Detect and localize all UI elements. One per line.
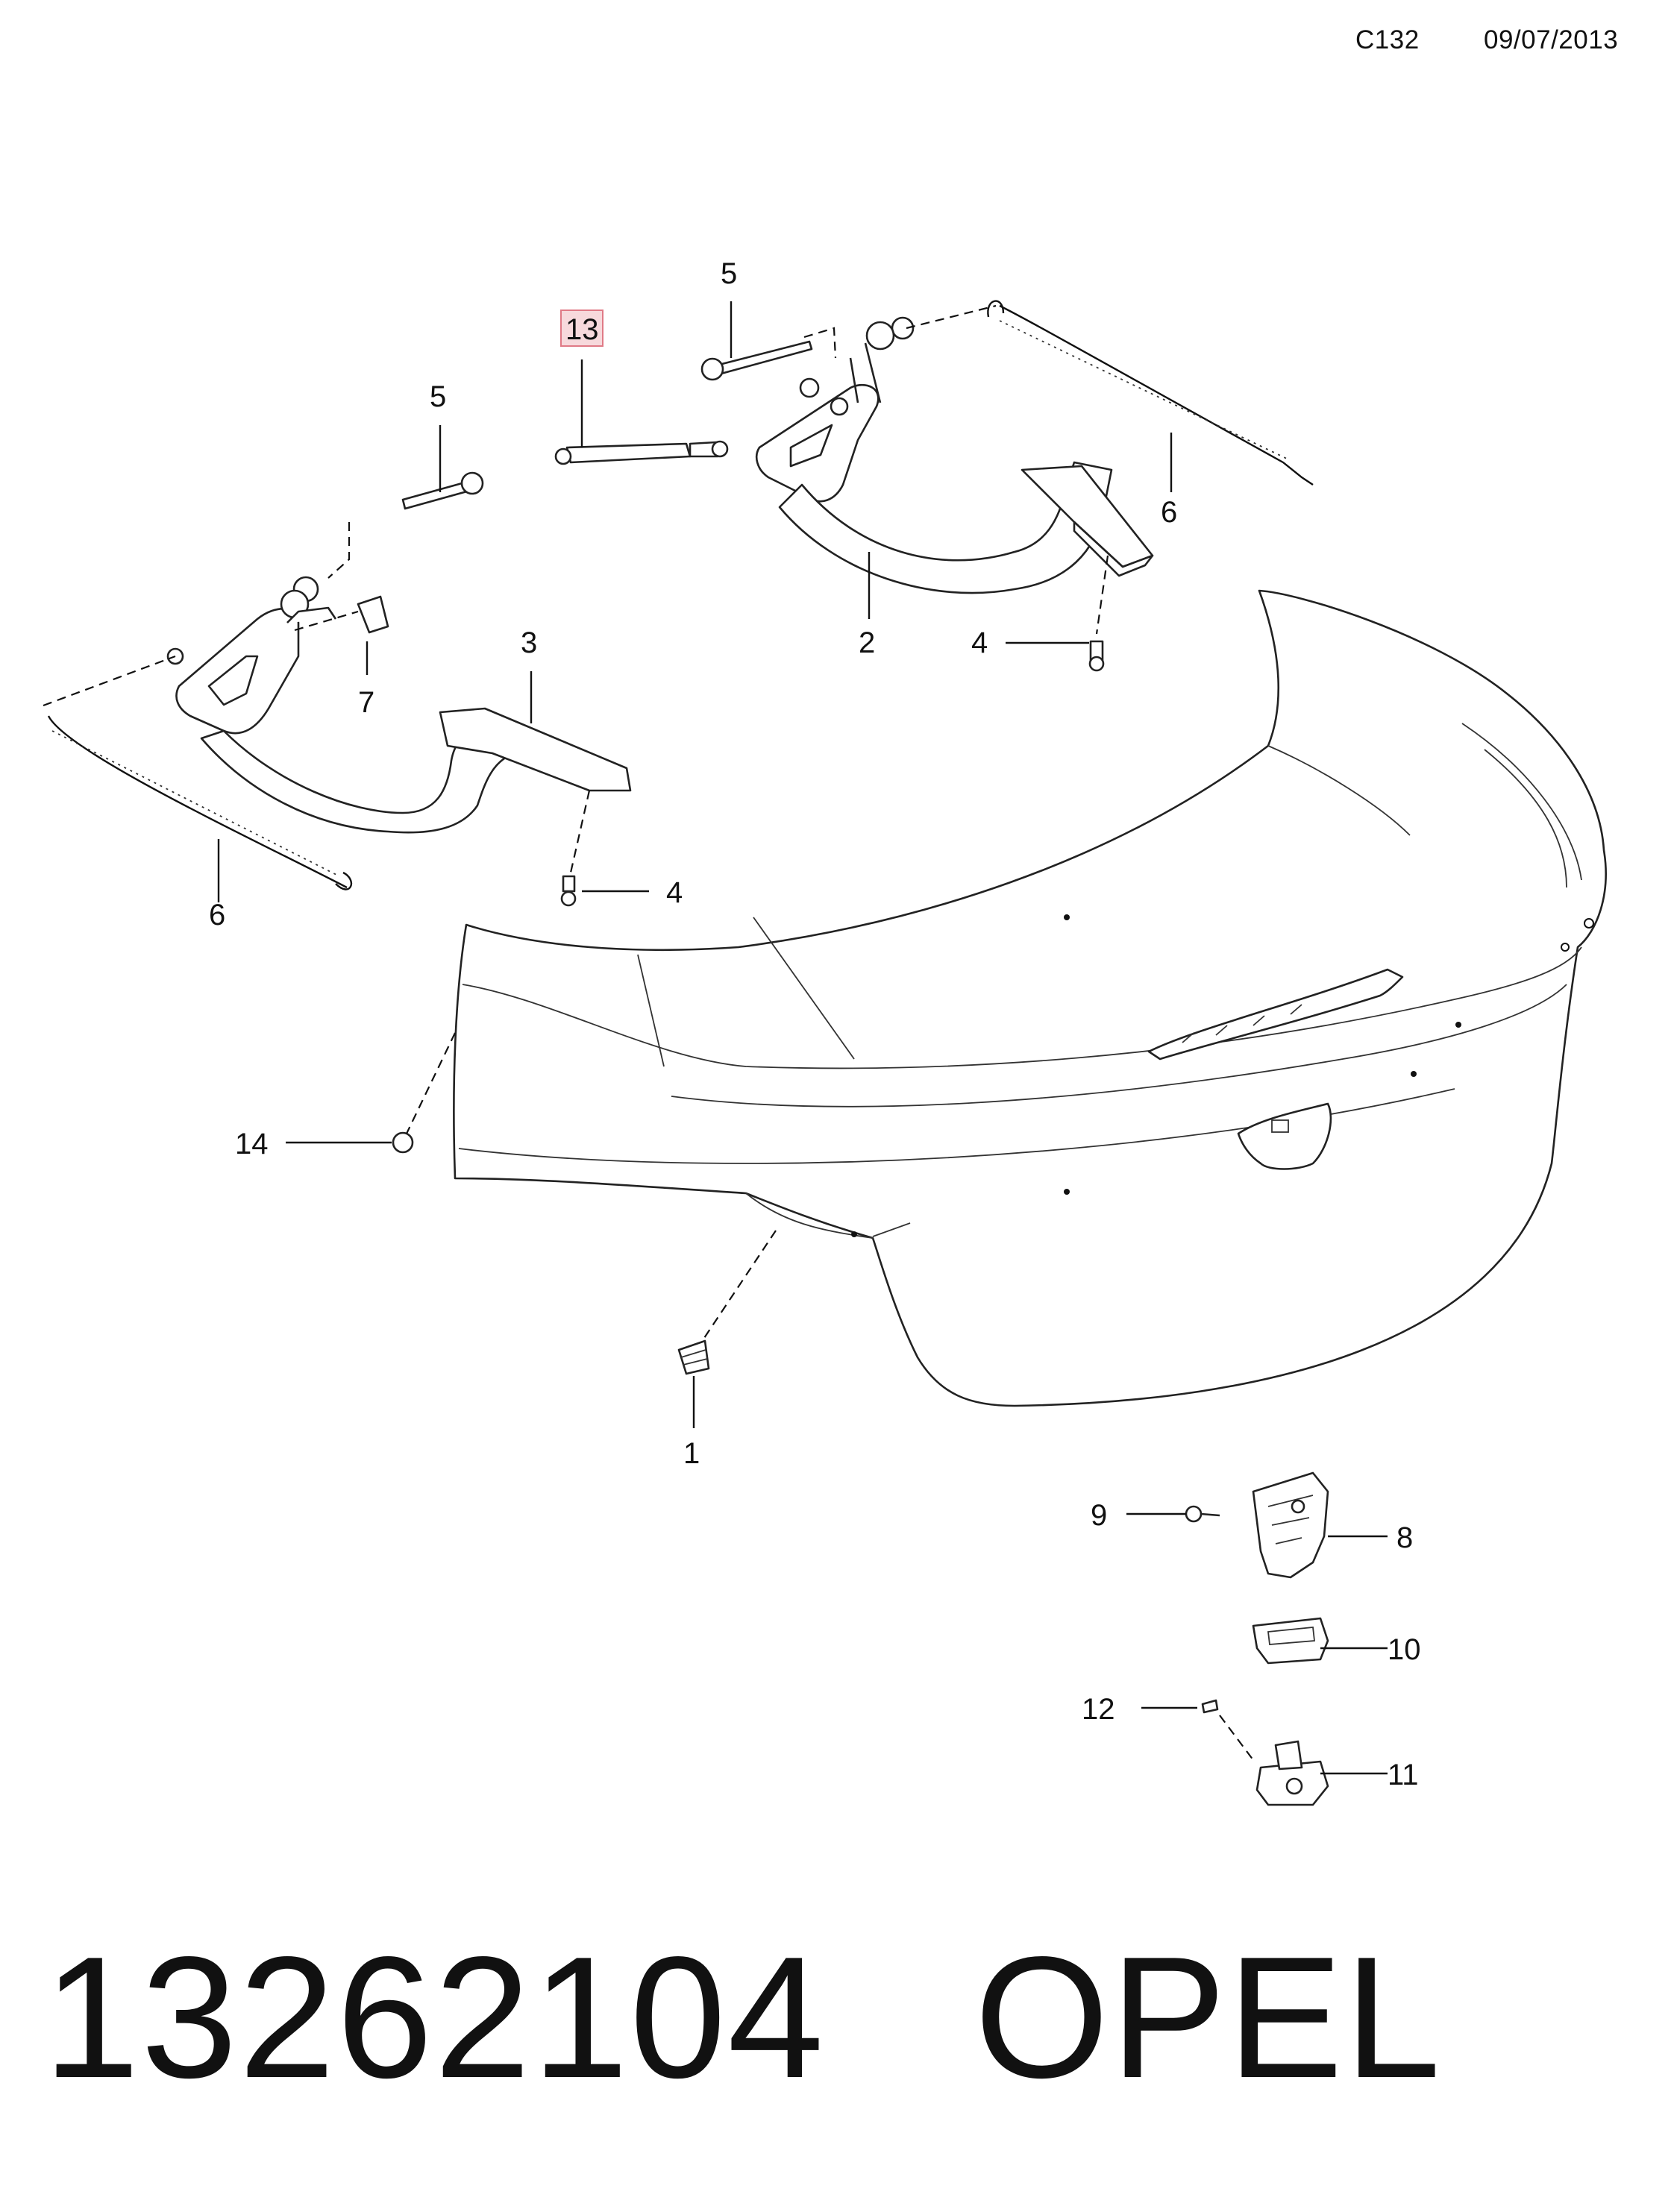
callout-13: 13 bbox=[565, 313, 599, 346]
callout-7: 7 bbox=[358, 686, 374, 719]
callout-8: 8 bbox=[1396, 1521, 1413, 1554]
bolt-upper-right bbox=[700, 340, 813, 381]
callout-1: 1 bbox=[683, 1437, 700, 1470]
fastener-4-lower bbox=[560, 875, 577, 907]
diagram-date: 09/07/2013 bbox=[1484, 25, 1619, 54]
placement-lines bbox=[43, 304, 1254, 1761]
callout-11: 11 bbox=[1388, 1759, 1419, 1791]
grommet-14 bbox=[392, 1131, 414, 1154]
callout-10: 10 bbox=[1388, 1633, 1421, 1666]
highlight-box-13 bbox=[560, 310, 603, 347]
gas-strut bbox=[554, 440, 729, 465]
callout-6-left: 6 bbox=[209, 899, 225, 931]
callout-labels: 13 5 5 6 6 2 3 4 4 7 14 1 9 8 10 12 11 bbox=[209, 257, 1421, 1791]
bolt-12 bbox=[1201, 1699, 1219, 1714]
striker-11 bbox=[1255, 1740, 1329, 1806]
leader-lines bbox=[217, 301, 1388, 1775]
screw-9 bbox=[1185, 1505, 1220, 1523]
callout-5-upper: 5 bbox=[721, 257, 737, 290]
clip-7 bbox=[357, 595, 389, 634]
diagram-code: C132 bbox=[1355, 25, 1420, 54]
callout-2: 2 bbox=[859, 626, 875, 659]
spring-right bbox=[987, 300, 1314, 486]
brand-name: OPEL bbox=[974, 1921, 1443, 2114]
part-number: 13262104 bbox=[43, 1921, 826, 2114]
trunk-lid bbox=[453, 589, 1607, 1407]
callout-12: 12 bbox=[1082, 1693, 1115, 1726]
callout-4-lower: 4 bbox=[666, 876, 683, 909]
fastener-4-upper bbox=[1088, 640, 1105, 672]
bezel-10 bbox=[1252, 1617, 1329, 1665]
callout-14: 14 bbox=[235, 1128, 269, 1160]
latch-8 bbox=[1252, 1471, 1329, 1579]
callout-6-right: 6 bbox=[1161, 496, 1177, 529]
callout-3: 3 bbox=[521, 626, 537, 659]
hinge-right bbox=[756, 316, 1154, 594]
callout-4-upper: 4 bbox=[971, 626, 988, 659]
hinge-left bbox=[166, 576, 632, 834]
callout-9: 9 bbox=[1091, 1499, 1107, 1532]
spring-left bbox=[47, 715, 352, 890]
bolt-upper-left bbox=[401, 471, 484, 510]
bumper-1 bbox=[677, 1339, 710, 1375]
callout-5-left: 5 bbox=[430, 380, 446, 413]
